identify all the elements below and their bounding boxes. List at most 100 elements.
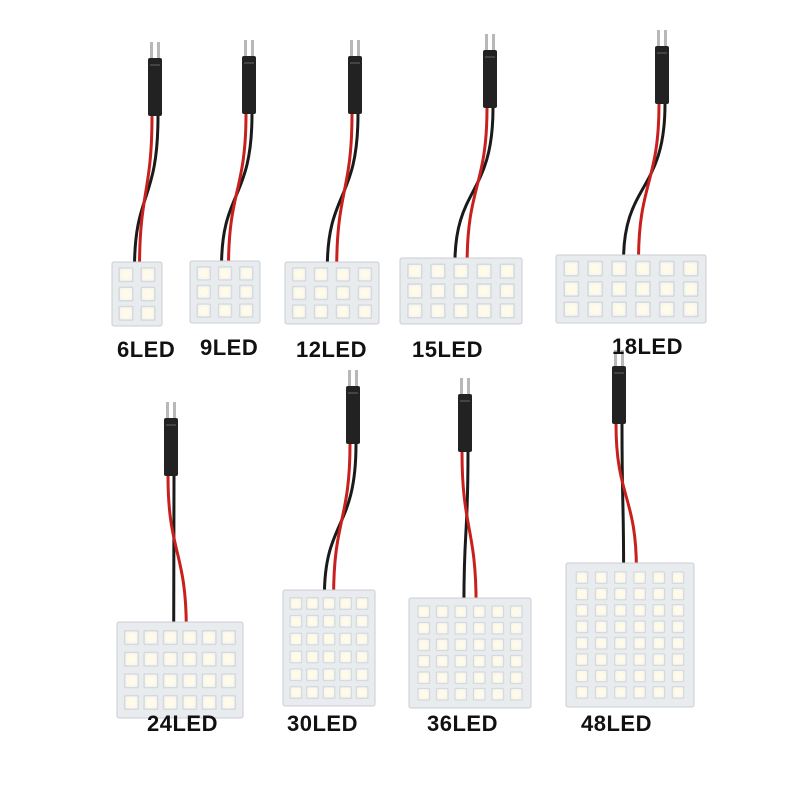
- led-chip: [417, 671, 431, 685]
- connector-pin: [166, 402, 169, 420]
- led-panel-12led: [284, 40, 380, 325]
- black-wire: [453, 107, 495, 265]
- red-wire: [138, 115, 154, 269]
- connector-ridge: [150, 64, 160, 66]
- led-chip: [575, 669, 589, 683]
- led-panel-9led: [189, 40, 261, 324]
- led-chip: [143, 673, 159, 689]
- led-chip: [594, 669, 608, 683]
- red-wire: [637, 103, 661, 262]
- led-chip: [682, 281, 699, 297]
- led-chip: [357, 267, 373, 282]
- panel-label-24led: 24LED: [147, 711, 218, 736]
- led-chip: [417, 654, 431, 668]
- led-chip: [118, 286, 134, 302]
- led-chip: [611, 260, 628, 277]
- led-chip: [322, 668, 336, 682]
- black-wire: [620, 423, 626, 570]
- led-panel-30led: [282, 370, 376, 707]
- led-chip: [291, 304, 307, 319]
- led-chip: [407, 303, 423, 319]
- connector-pin: [355, 370, 358, 388]
- led-chip: [491, 605, 505, 619]
- led-panel-18led: [555, 30, 707, 324]
- connector-plug: [458, 394, 472, 452]
- led-chip: [499, 303, 515, 319]
- led-chip: [658, 281, 675, 297]
- connector-plug: [612, 366, 626, 424]
- led-chip: [217, 303, 233, 318]
- led-chip: [611, 301, 628, 318]
- connector-plug: [346, 386, 360, 444]
- led-chip: [682, 260, 699, 277]
- led-chip: [652, 587, 666, 601]
- led-chip: [430, 303, 446, 319]
- led-chip: [339, 597, 353, 610]
- led-chip: [453, 263, 469, 279]
- connector-pin: [657, 30, 660, 48]
- led-chip: [435, 605, 449, 619]
- led-chip: [652, 571, 666, 584]
- connector-pin: [157, 42, 160, 60]
- led-chip: [143, 651, 159, 667]
- led-chip: [575, 686, 589, 699]
- led-chip: [123, 651, 140, 667]
- led-chip: [472, 638, 486, 652]
- led-chip: [417, 621, 431, 635]
- led-chip: [614, 604, 627, 617]
- connector-ridge: [166, 424, 176, 426]
- led-chip: [182, 630, 198, 646]
- led-chip: [476, 303, 492, 319]
- panel-label-30led: 30LED: [287, 711, 358, 736]
- led-chip: [499, 263, 515, 279]
- led-chip: [611, 281, 628, 297]
- connector-ridge: [460, 400, 470, 402]
- connector-pin: [251, 40, 254, 58]
- led-chip: [454, 687, 468, 701]
- led-chip: [239, 303, 254, 318]
- connector-pin: [173, 402, 176, 420]
- led-chip: [355, 650, 369, 664]
- led-chip: [322, 597, 336, 610]
- connector-pin: [150, 42, 153, 60]
- connector-pin: [467, 378, 470, 396]
- led-chip: [634, 301, 651, 318]
- led-chip: [682, 301, 699, 318]
- pcb-board: [284, 261, 380, 325]
- led-chip: [633, 604, 646, 617]
- led-chip: [305, 668, 319, 682]
- led-chip: [633, 620, 646, 634]
- red-wire: [335, 113, 354, 269]
- led-chip: [339, 668, 353, 682]
- led-chip: [575, 587, 589, 601]
- led-panel-48led: [565, 350, 695, 708]
- led-chip: [472, 671, 486, 685]
- led-chip: [594, 604, 608, 617]
- led-chip: [671, 571, 685, 584]
- led-panel-15led: [399, 34, 523, 325]
- led-chip: [417, 638, 431, 652]
- led-chip: [594, 620, 608, 634]
- led-chip: [291, 285, 307, 301]
- led-chip: [575, 571, 589, 584]
- led-chip: [196, 284, 211, 300]
- led-chip: [594, 571, 608, 584]
- led-chip: [453, 283, 469, 299]
- panel-label-6led: 6LED: [117, 337, 176, 362]
- led-chip: [289, 597, 303, 610]
- connector-plug: [164, 418, 178, 476]
- led-chip: [305, 614, 319, 628]
- led-chip: [339, 650, 353, 664]
- led-chip: [289, 650, 303, 664]
- led-chip: [671, 653, 685, 666]
- led-chip: [182, 694, 198, 710]
- led-chip: [454, 605, 468, 619]
- led-chip: [201, 651, 217, 667]
- led-panel-24led: [116, 402, 244, 719]
- red-wire: [465, 107, 489, 265]
- connector-pin: [350, 40, 353, 58]
- red-wire: [332, 443, 352, 597]
- led-chip: [289, 614, 303, 628]
- led-chip: [305, 632, 319, 646]
